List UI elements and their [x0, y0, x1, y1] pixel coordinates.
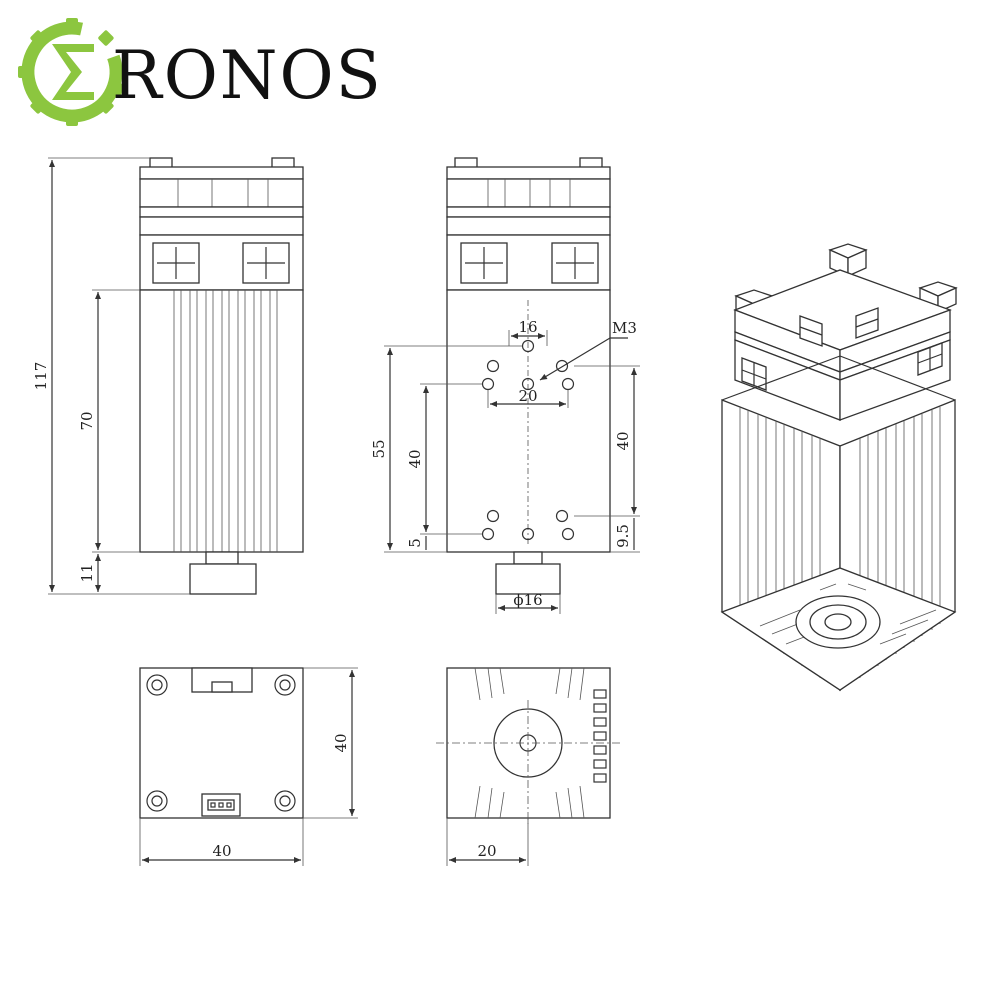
dim-left-outer: 55: [370, 439, 388, 458]
dim-top-width: 40: [212, 842, 231, 860]
dim-heatsink-height: 70: [78, 411, 96, 430]
bottom-view: 20: [436, 667, 620, 866]
front-view: 16 20 M3 55 40 5 40 9.5 ϕ16: [370, 157, 640, 614]
side-view: 117 70 11: [32, 157, 304, 595]
dim-right-bottom: 9.5: [614, 524, 632, 548]
brand-name: RONOS: [112, 37, 383, 114]
gear-hourglass-icon: [18, 18, 125, 126]
dim-top-spacing: 16: [518, 318, 537, 336]
thread-label: M3: [612, 319, 637, 337]
brand-logo: RONOS: [18, 18, 383, 126]
dim-bottom-half-width: 20: [477, 842, 496, 860]
dim-top-height: 40: [332, 733, 350, 752]
dim-mid-spacing: 20: [518, 387, 537, 405]
dim-right-height: 40: [614, 431, 632, 450]
top-view: 40 40: [139, 667, 358, 866]
isometric-view: [720, 243, 958, 692]
dim-total-height: 117: [32, 362, 50, 391]
dim-left-inner: 40: [406, 449, 424, 468]
dim-left-bottom: 5: [406, 538, 424, 548]
dim-nozzle-diameter: ϕ16: [513, 591, 542, 609]
dim-nozzle-height: 11: [78, 563, 96, 582]
